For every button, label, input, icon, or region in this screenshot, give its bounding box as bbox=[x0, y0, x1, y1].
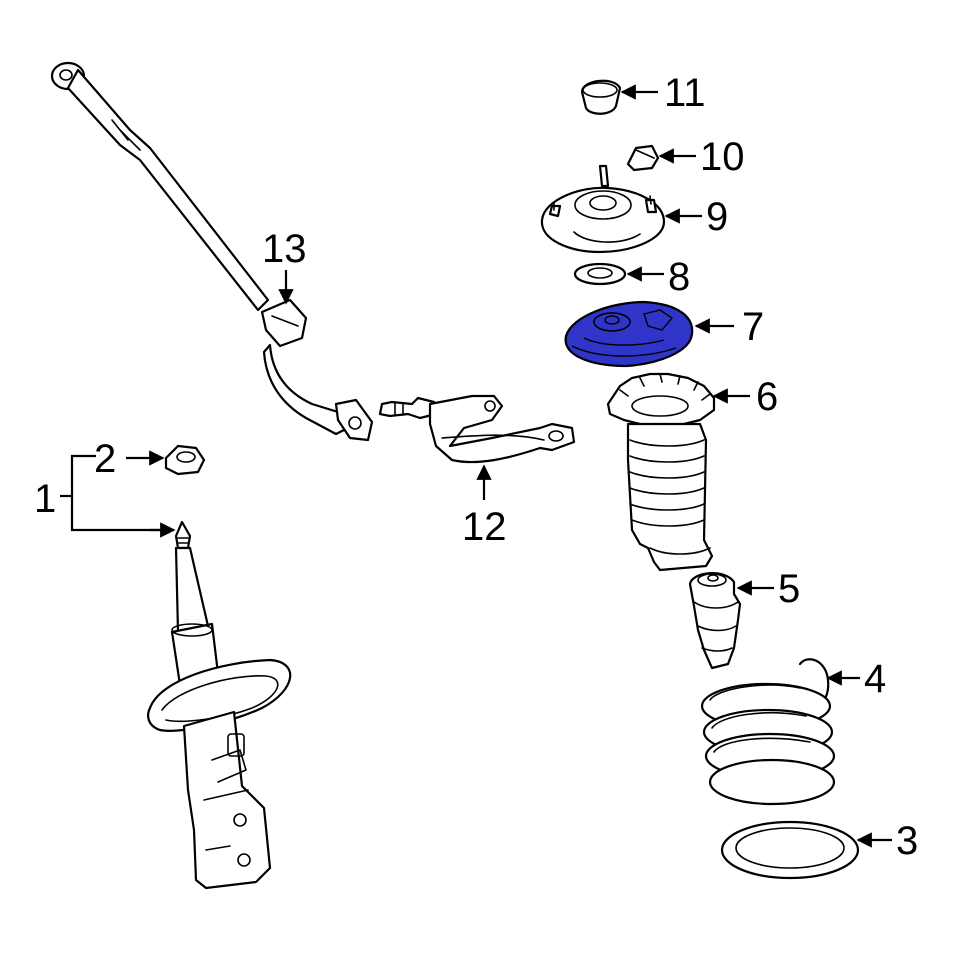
callout-4[interactable]: 4 bbox=[864, 657, 886, 701]
callout-6[interactable]: 6 bbox=[756, 375, 778, 419]
callout-11[interactable]: 11 bbox=[664, 71, 706, 115]
callout-3[interactable]: 3 bbox=[896, 819, 918, 863]
callout-7[interactable]: 7 bbox=[742, 305, 764, 349]
callout-13[interactable]: 13 bbox=[262, 227, 307, 271]
lower-spring-insulator[interactable] bbox=[720, 820, 860, 880]
bumper-boot[interactable] bbox=[606, 372, 716, 572]
upper-spring-insulator[interactable] bbox=[564, 300, 694, 368]
coil-spring[interactable] bbox=[700, 658, 836, 806]
callout-5[interactable]: 5 bbox=[778, 567, 800, 611]
bump-stop[interactable] bbox=[688, 572, 742, 670]
callout-10[interactable]: 10 bbox=[700, 135, 745, 179]
callout-2[interactable]: 2 bbox=[94, 437, 116, 481]
mount-nut[interactable] bbox=[626, 144, 660, 172]
leader-1-bracket bbox=[70, 454, 170, 532]
callout-9[interactable]: 9 bbox=[706, 195, 728, 239]
washer[interactable] bbox=[573, 262, 627, 286]
stabilizer-bar[interactable] bbox=[50, 61, 374, 442]
upper-control-arm[interactable] bbox=[378, 394, 576, 464]
callout-8[interactable]: 8 bbox=[668, 255, 690, 299]
strut-mount[interactable] bbox=[540, 164, 666, 254]
bushing-cap[interactable] bbox=[580, 79, 622, 115]
callout-12[interactable]: 12 bbox=[462, 505, 507, 549]
strut-nut[interactable] bbox=[164, 444, 206, 476]
callout-1[interactable]: 1 bbox=[34, 477, 56, 521]
strut-assembly[interactable] bbox=[147, 520, 292, 890]
